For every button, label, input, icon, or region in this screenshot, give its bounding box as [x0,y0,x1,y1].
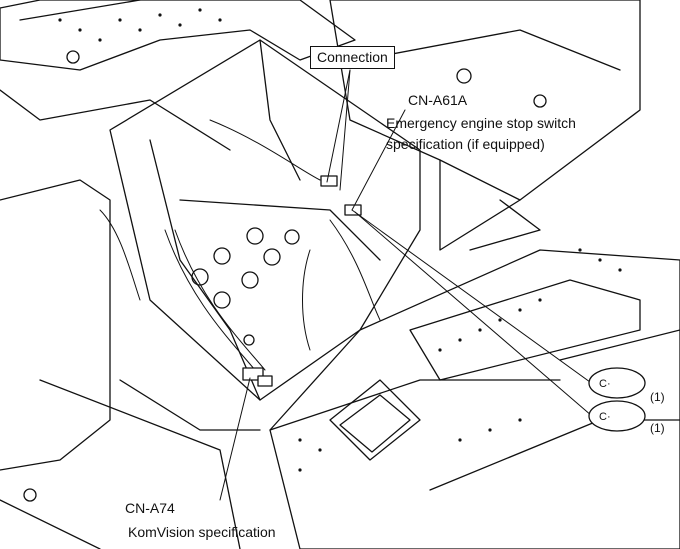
connectors [242,175,362,387]
emergency-stop-label-line2: specification (if equipped) [386,136,545,152]
ref-2-label: (1) [650,421,665,435]
mounting-holes [23,50,547,502]
callout-ovals [588,367,646,432]
battery-bolts [191,227,300,309]
oval-2-text: C· [599,411,611,423]
cn-a61a-label: CN-A61A [408,92,468,108]
oval-1-text: C· [599,378,611,390]
right-hood-panel [329,0,641,251]
left-frame [0,179,261,549]
access-hatch [329,379,421,461]
upper-deck-panel [0,0,356,151]
komvision-label: KomVision specification [128,524,276,540]
rivet-holes [58,8,622,472]
emergency-stop-label-line1: Emergency engine stop switch [386,115,576,131]
center-battery-compartment [109,39,421,401]
cn-a74-label: CN-A74 [125,500,175,516]
connection-label: Connection [310,46,395,69]
leader-lines [219,69,593,501]
wire-harnesses [99,119,381,371]
ref-1-label: (1) [650,390,665,404]
right-step-plate [269,249,680,549]
